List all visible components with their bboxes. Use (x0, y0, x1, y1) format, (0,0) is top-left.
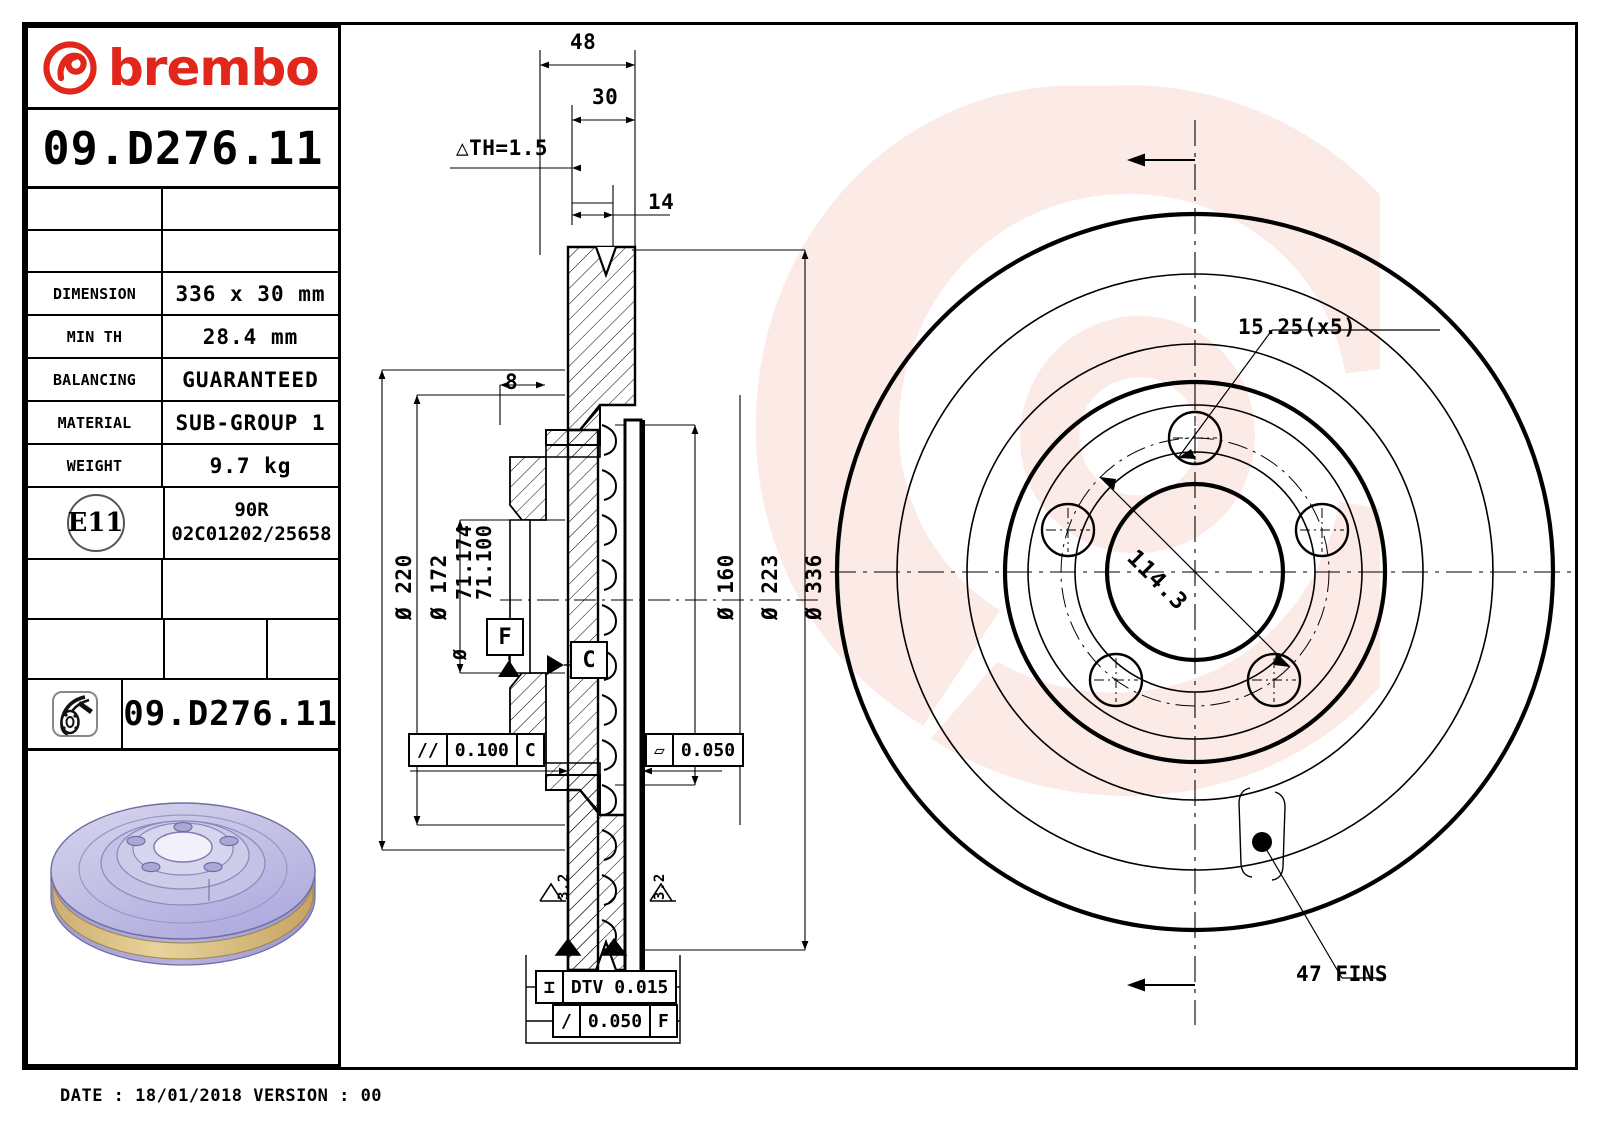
fcf-parallelism-datum: C (524, 739, 536, 761)
spec-label-balancing: BALANCING (28, 359, 163, 400)
empty-value-1 (163, 189, 338, 229)
fcf-dtv-symbol: ⌶ (537, 972, 564, 1002)
icon-row-part-number: 09.D276.11 (123, 694, 338, 734)
e-mark-cell: E11 (28, 488, 165, 558)
spec-row-material: MATERIAL SUB-GROUP 1 (28, 402, 338, 445)
bolt-hole-callout: 15.25(x5) (1238, 315, 1357, 339)
empty-label-1 (28, 189, 163, 229)
hat-step-circle (1027, 404, 1363, 740)
part-number-row: 09.D276.11 (28, 110, 338, 189)
datum-f-box: F (486, 618, 524, 656)
blank-cell-4a (28, 620, 165, 678)
dia-hat-outer: Ø 220 (392, 554, 416, 620)
title-block: brembo 09.D276.11 DIMENSION 336 x 30 mm … (25, 25, 341, 1067)
part-number: 09.D276.11 (42, 121, 324, 175)
hat-outer-circle (1002, 379, 1388, 765)
dia-friction-inner: Ø 160 (714, 554, 738, 620)
dim-friction-ring: 14 (648, 190, 675, 214)
spec-value-min-th: 28.4 mm (202, 324, 299, 349)
spec-row-dimension: DIMENSION 336 x 30 mm (28, 273, 338, 316)
blank-row-4 (28, 620, 338, 680)
spec-row-balancing: BALANCING GUARANTEED (28, 359, 338, 402)
brand-name: brembo (108, 38, 320, 97)
fcf-runout-datum: F (658, 1010, 669, 1032)
dim-hub-step: 8 (505, 370, 519, 394)
surface-finish-right: 3.2 (652, 873, 668, 900)
disc-icon-cell (28, 680, 124, 748)
empty-label-2 (28, 231, 163, 271)
fcf-parallelism: // 0.100 C (408, 733, 545, 767)
dim-th-tolerance: △TH=1.5 (456, 136, 549, 160)
empty-row-1 (28, 189, 338, 231)
blank-cell-4b (165, 620, 268, 678)
spec-label-weight: WEIGHT (28, 445, 163, 486)
spec-value-dimension: 336 x 30 mm (175, 281, 326, 306)
brand-logo-row: brembo (28, 28, 338, 110)
friction-inner-circle (966, 343, 1424, 801)
outer-diameter-circle (834, 211, 1556, 933)
fins-callout: 47 FINS (1296, 962, 1389, 986)
spec-row-min-th: MIN TH 28.4 mm (28, 316, 338, 359)
fcf-flatness: ▱ 0.050 (645, 733, 745, 767)
friction-outer-circle (896, 273, 1494, 871)
fcf-runout-value: 0.050 (581, 1006, 652, 1036)
blank-cell-4c (268, 620, 338, 678)
drawing-border (22, 22, 1578, 1070)
spec-label-material: MATERIAL (28, 402, 163, 443)
spec-label-min-th: MIN TH (28, 316, 163, 357)
spec-label-dimension: DIMENSION (28, 273, 163, 314)
fcf-dtv: ⌶ DTV 0.015 (535, 970, 678, 1004)
approval-line-1: 90R (234, 499, 269, 522)
approval-line-2: 02C01202/25658 (171, 523, 332, 545)
dia-bore-symbol: Ø (450, 648, 471, 660)
brake-disc-icon (51, 691, 98, 737)
approval-row: E11 90R 02C01202/25658 (28, 488, 338, 560)
front-view (830, 120, 1572, 1025)
fcf-runout: / 0.050 F (552, 1004, 678, 1038)
blank-row-3 (28, 560, 338, 620)
disc-icon-row: 09.D276.11 (28, 680, 338, 751)
fcf-runout-symbol: / (554, 1006, 581, 1036)
fcf-parallelism-value: 0.100 (448, 735, 518, 765)
product-render-row (28, 751, 338, 981)
fcf-parallelism-symbol: // (410, 735, 448, 765)
brembo-b-logo-icon (43, 40, 97, 95)
spec-value-balancing: GUARANTEED (182, 367, 319, 392)
datum-c-box: C (570, 641, 608, 679)
section-view (378, 50, 820, 1044)
dia-friction-outer: Ø 223 (758, 554, 782, 620)
e-mark-badge: E11 (66, 494, 125, 552)
dia-hat-inner: Ø 172 (427, 554, 451, 620)
center-bore-circle (1104, 481, 1286, 663)
dim-hat-to-face: 30 (592, 85, 619, 109)
surface-finish-left: 3.2 (556, 873, 572, 900)
footer-date-version: DATE : 18/01/2018 VERSION : 00 (60, 1086, 383, 1106)
dia-bore-min: 71.100 (472, 524, 496, 600)
spec-row-weight: WEIGHT 9.7 kg (28, 445, 338, 488)
brake-disc-render (50, 802, 316, 966)
spec-value-weight: 9.7 kg (209, 453, 292, 478)
blank-value-3 (163, 560, 338, 618)
fcf-flatness-value: 0.050 (680, 739, 736, 761)
fin-outline (1238, 787, 1286, 881)
empty-value-2 (163, 231, 338, 271)
dim-overall-width: 48 (570, 30, 597, 54)
blank-label-3 (28, 560, 163, 618)
approval-number-cell: 90R 02C01202/25658 (165, 488, 338, 558)
fcf-dtv-value: DTV 0.015 (570, 976, 669, 998)
fcf-flatness-symbol: ▱ (647, 735, 674, 765)
bolt-holes (1040, 410, 1350, 708)
spec-value-material: SUB-GROUP 1 (175, 410, 326, 435)
empty-row-2 (28, 231, 338, 273)
